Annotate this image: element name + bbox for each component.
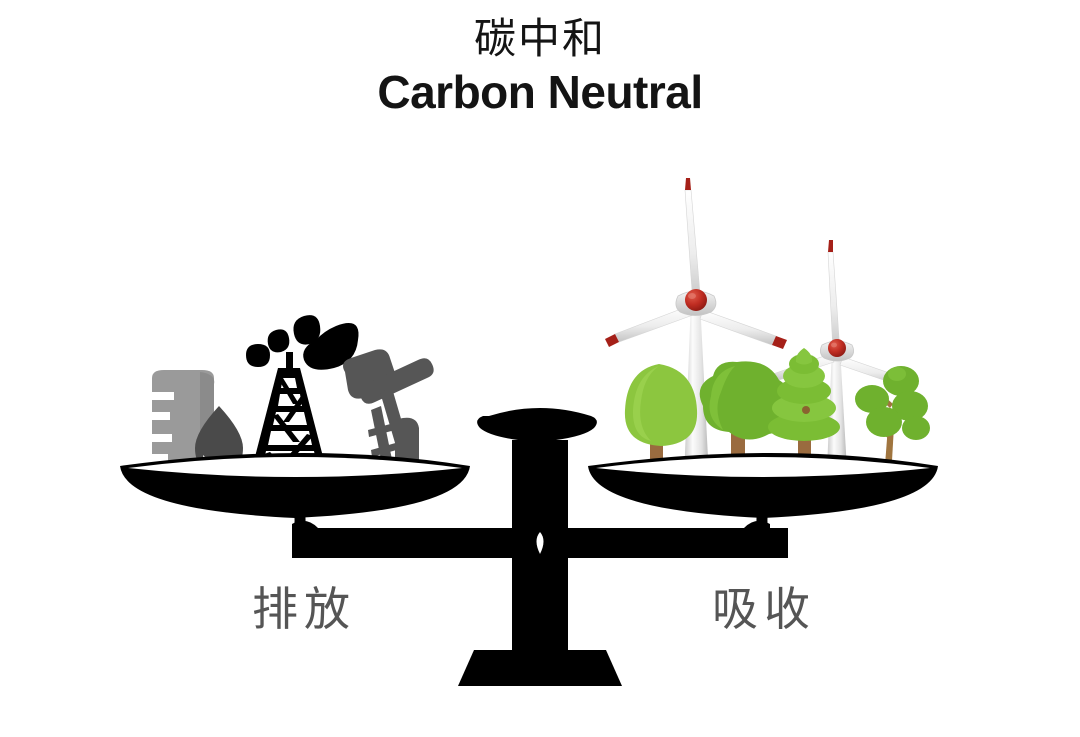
title-chinese: 碳中和 xyxy=(473,15,606,62)
tree-round-light xyxy=(624,364,698,478)
turbine-blade-up xyxy=(827,240,841,353)
title-block: 碳中和 Carbon Neutral xyxy=(0,14,1080,120)
scale-beam xyxy=(292,528,788,558)
turbine-blade-right xyxy=(699,309,787,349)
scale-cup xyxy=(477,408,597,466)
oil-splash xyxy=(246,315,359,370)
scale-pan-right xyxy=(588,453,938,536)
turbine-hub xyxy=(828,339,846,357)
scale-base xyxy=(458,650,622,686)
caption-absorption: 吸收 xyxy=(712,583,816,635)
tree-branchy xyxy=(855,366,930,478)
title-english: Carbon Neutral xyxy=(377,66,703,118)
scale-pan-left xyxy=(120,453,470,536)
tree-conifer xyxy=(768,348,840,478)
turbine-blade-up xyxy=(684,178,702,306)
turbine-hub xyxy=(685,289,707,311)
caption-emissions: 排放 xyxy=(252,583,356,635)
